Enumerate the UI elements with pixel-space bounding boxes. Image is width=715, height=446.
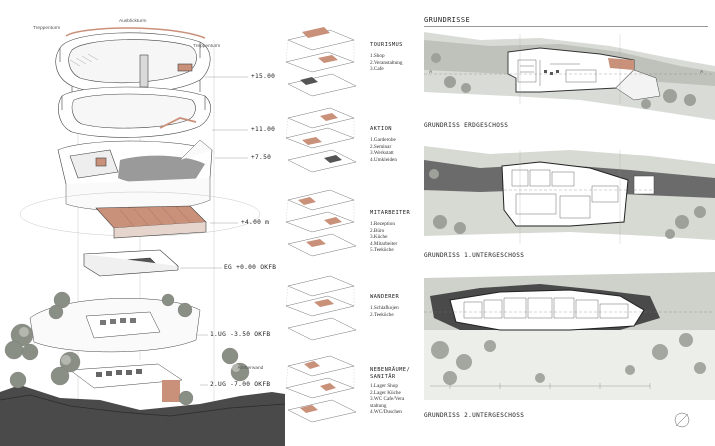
program-title: MITARBEITER — [370, 210, 411, 216]
level-label-15: +15.00 — [251, 73, 276, 80]
level-15-slab — [55, 27, 211, 96]
heading-rule — [424, 26, 708, 27]
program-item: 4.Mitarbeiter — [370, 240, 398, 247]
program-item: 1.Lager Shop — [370, 383, 398, 389]
section-mark-left: A — [429, 70, 433, 75]
program-item: 2.Büro — [370, 227, 385, 234]
plan-drawings — [424, 32, 715, 428]
rock-terrain — [0, 385, 285, 446]
top-label-middle: Ausblickturm — [119, 19, 147, 24]
level-label-4: +4.00 m — [241, 219, 270, 226]
level-4-slab — [95, 205, 207, 239]
program-items: 1.Shop 2.Veranstaltung 3.Cafe — [370, 53, 403, 73]
level-eg-slab — [83, 249, 179, 277]
level-label-2ug: 2.UG -7.00 OKFB — [210, 381, 271, 388]
level-label-eg: EG +0.00 OKFB — [224, 264, 277, 271]
caption-erdgeschoss: GRUNDRISS ERDGESCHOSS — [424, 122, 509, 129]
program-items: 1.Lager Shop 2.Lager Küche 3.WC Cafe/Ver… — [370, 383, 410, 416]
top-label-left: Treppenturm — [33, 26, 61, 31]
program-item: staltung — [370, 402, 387, 409]
exploded-axonometry: Treppenturm Ausblickturm Treppenturm +15… — [0, 0, 286, 446]
program-item: 2.Lager Küche — [370, 389, 401, 396]
level-label-11: +11.00 — [251, 126, 276, 133]
program-item: 2.Veranstaltung — [370, 59, 403, 66]
plan-2ug — [424, 272, 715, 428]
program-items: 1.Schlafkojen 2.Teeküche — [370, 305, 399, 318]
program-column: TOURISMUS 1.Shop 2.Veranstaltung 3.Cafe … — [280, 0, 410, 446]
level-1ug-slab — [29, 298, 201, 353]
program-item: 3.Cafe — [370, 66, 384, 73]
program-title: AKTION — [370, 126, 392, 132]
program-item: 1.Rezeption — [370, 221, 395, 227]
caption-1-untergeschoss: GRUNDRISS 1.UNTERGESCHOSS — [424, 252, 525, 259]
program-item: 1.Schlafkojen — [370, 305, 399, 311]
program-diagrams — [285, 27, 357, 423]
program-item: 4.Umkleiden — [370, 156, 397, 163]
level-label-7: +7.50 — [251, 154, 272, 161]
program-items: 1.Rezeption 2.Büro 3.Küche 4.Mitarbeiter… — [370, 221, 410, 254]
axonometry-drawing — [0, 27, 286, 446]
program-title: NEBENRÄUME/ SANITÄR — [370, 367, 411, 380]
north-arrow — [674, 412, 690, 428]
program-item: 1.Shop — [370, 53, 385, 59]
program-item: 3.Küche — [370, 234, 388, 241]
section-mark-right: A — [700, 70, 704, 75]
program-item: 3.WC Cafe/Vera — [370, 396, 405, 403]
program-tourismus: TOURISMUS 1.Shop 2.Veranstaltung 3.Cafe — [370, 42, 403, 73]
program-wanderer: WANDERER 1.Schlafkojen 2.Teeküche — [370, 294, 399, 318]
program-item: 2.Seminar — [370, 143, 392, 150]
floor-plans: GRUNDRISSE — [420, 0, 715, 446]
program-item: 4.WC/Duschen — [370, 409, 402, 416]
program-title: WANDERER — [370, 294, 400, 300]
program-item: 5.Teeküche — [370, 247, 394, 254]
program-item: 2.Teeküche — [370, 311, 394, 318]
program-item: 3.Werkstatt — [370, 150, 394, 157]
level-2ug-slab — [69, 363, 183, 402]
program-mitarbeiter: MITARBEITER 1.Rezeption 2.Büro 3.Küche 4… — [370, 210, 410, 254]
top-label-right: Treppenturm — [193, 44, 221, 49]
program-title: TOURISMUS — [370, 42, 403, 48]
program-items: 1.Garderobe 2.Seminar 3.Werkstatt 4.Umkl… — [370, 137, 397, 163]
program-aktion: AKTION 1.Garderobe 2.Seminar 3.Werkstatt… — [370, 126, 397, 163]
plan-1ug — [424, 146, 715, 244]
program-item: 1.Garderobe — [370, 137, 396, 143]
plans-heading: GRUNDRISSE — [424, 16, 471, 24]
caption-2-untergeschoss: GRUNDRISS 2.UNTERGESCHOSS — [424, 412, 525, 419]
annotation-kletterwand: Kletterwand — [238, 366, 264, 371]
level-11-slab — [58, 86, 211, 138]
plan-eg — [424, 32, 715, 120]
level-label-1ug: 1.UG -3.50 OKFB — [210, 331, 271, 338]
program-nebenraeume: NEBENRÄUME/ SANITÄR 1.Lager Shop 2.Lager… — [370, 367, 410, 416]
